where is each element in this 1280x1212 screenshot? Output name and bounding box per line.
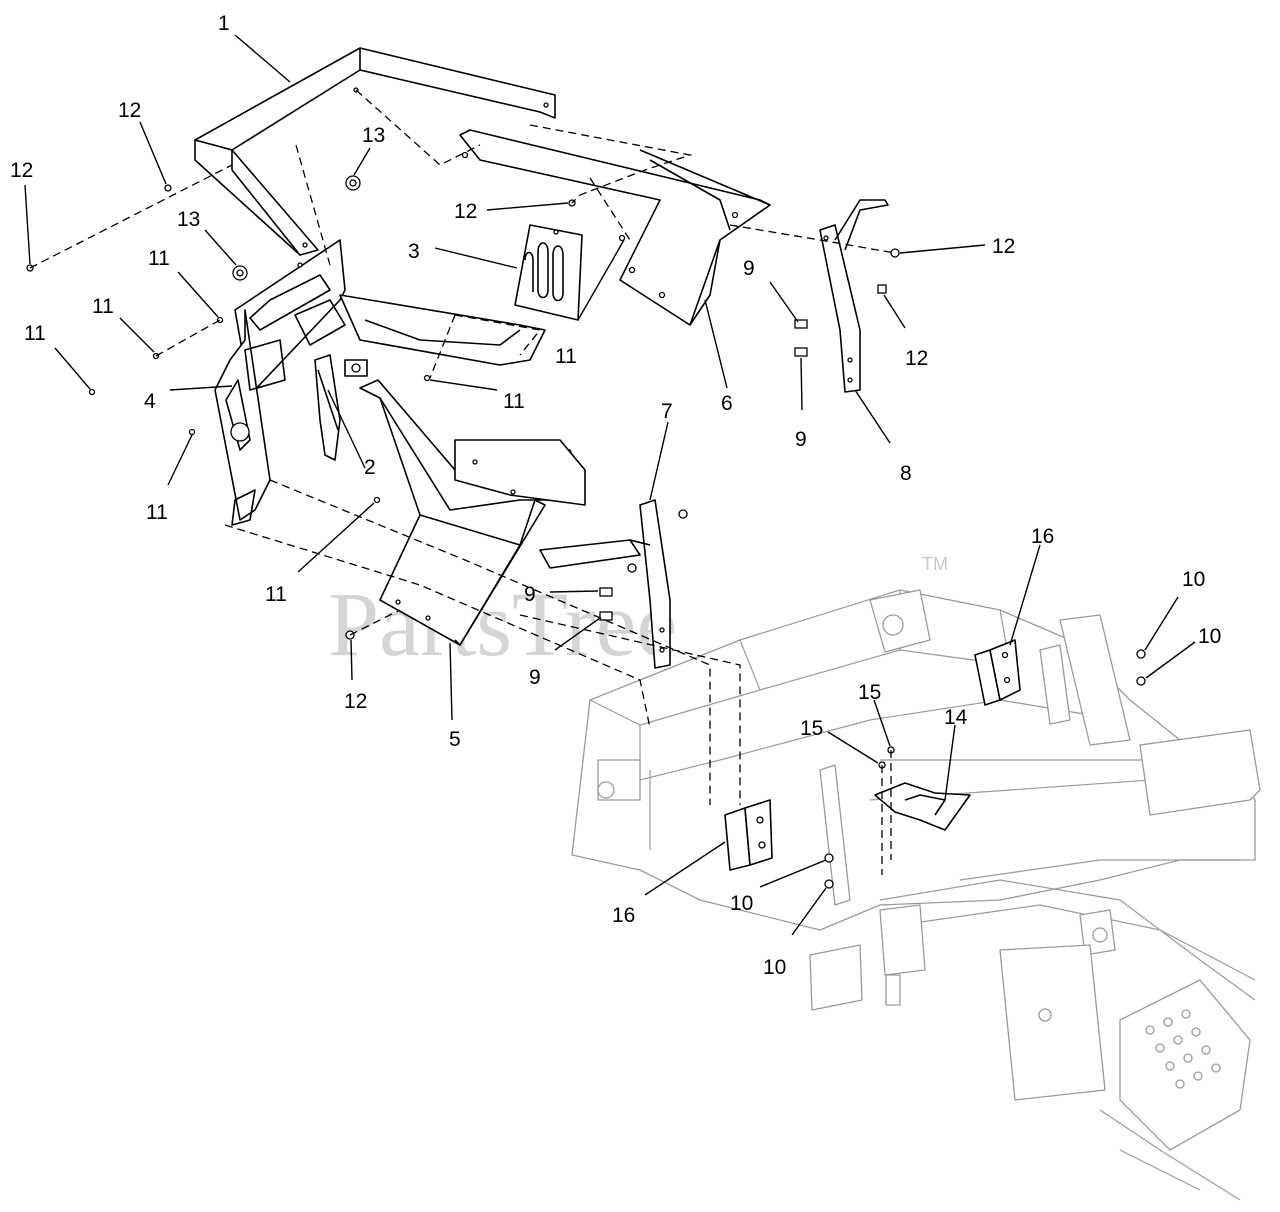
watermark-trademark: TM bbox=[922, 554, 948, 574]
callout-11c: 11 bbox=[24, 322, 46, 345]
callout-11g: 11 bbox=[265, 583, 287, 606]
leader-lines bbox=[24, 34, 1196, 936]
footrest-holes bbox=[1145, 1009, 1221, 1089]
callout-11a: 11 bbox=[148, 247, 170, 270]
callout-12d: 12 bbox=[992, 235, 1015, 258]
part-6-rear-panel bbox=[459, 129, 771, 326]
callout-10c: 10 bbox=[730, 892, 753, 915]
watermark-text: PartsTree bbox=[328, 573, 677, 675]
callout-15b: 15 bbox=[800, 717, 823, 740]
callout-1: 1 bbox=[218, 12, 230, 35]
part-2-bracket bbox=[314, 354, 341, 461]
part-16-bracket-lower bbox=[724, 799, 773, 871]
mower-frame bbox=[571, 589, 1261, 1201]
callout-13b: 13 bbox=[177, 208, 200, 231]
callout-10b: 10 bbox=[1198, 625, 1221, 648]
callout-16b: 16 bbox=[612, 904, 635, 927]
callout-6: 6 bbox=[721, 392, 733, 415]
callout-9a: 9 bbox=[743, 257, 755, 280]
callout-10a: 10 bbox=[1182, 568, 1205, 591]
callout-labels: 1 2 3 4 5 6 7 8 9 9 9 9 10 10 10 10 11 1… bbox=[10, 12, 1221, 979]
callout-11e: 11 bbox=[555, 345, 577, 368]
callout-11d: 11 bbox=[146, 501, 168, 524]
center-crossbar bbox=[339, 294, 546, 377]
part-8-far-right-bracket bbox=[819, 199, 889, 393]
callout-9b: 9 bbox=[795, 428, 807, 451]
callout-12c: 12 bbox=[454, 200, 477, 223]
assembly-lines bbox=[29, 89, 896, 875]
part-16-bracket-upper bbox=[974, 639, 1021, 706]
callout-12b: 12 bbox=[10, 159, 33, 182]
callout-14: 14 bbox=[944, 706, 968, 729]
callout-5: 5 bbox=[449, 728, 461, 751]
part-1-console-frame bbox=[194, 47, 556, 256]
callout-15a: 15 bbox=[858, 681, 881, 704]
callout-11b: 11 bbox=[92, 295, 114, 318]
callout-10d: 10 bbox=[763, 956, 786, 979]
callout-9c: 9 bbox=[524, 583, 536, 606]
part-3-plate bbox=[514, 224, 583, 321]
callout-11f: 11 bbox=[503, 390, 525, 413]
part-7-right-bracket bbox=[539, 499, 671, 669]
callout-3: 3 bbox=[408, 240, 420, 263]
part-5-center-support bbox=[359, 379, 586, 646]
callout-12e: 12 bbox=[905, 347, 928, 370]
callout-12f: 12 bbox=[344, 690, 367, 713]
callout-7: 7 bbox=[661, 400, 673, 423]
callout-2: 2 bbox=[364, 456, 376, 479]
callout-12a: 12 bbox=[118, 99, 141, 122]
callout-8: 8 bbox=[900, 462, 912, 485]
callout-4: 4 bbox=[144, 390, 156, 413]
callout-9d: 9 bbox=[529, 666, 541, 689]
callout-13a: 13 bbox=[362, 124, 385, 147]
callout-16a: 16 bbox=[1031, 525, 1054, 548]
